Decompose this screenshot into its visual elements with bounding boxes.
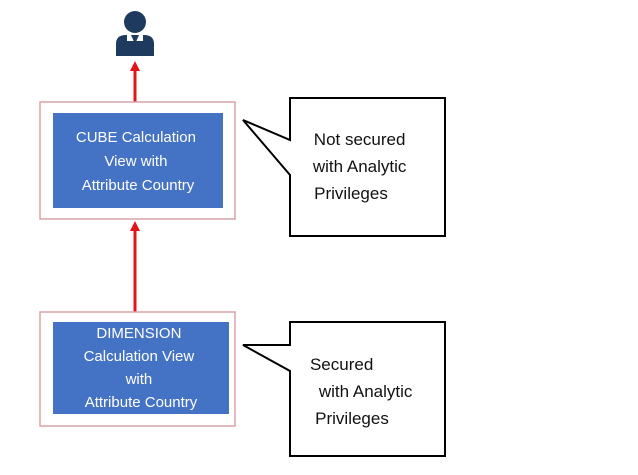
dimension-node-label: DIMENSION Calculation View with Attribut… bbox=[84, 325, 199, 411]
callout-top-line-3: Privileges bbox=[314, 184, 388, 203]
cube-node-line-1: CUBE Calculation bbox=[76, 129, 196, 146]
callout-top-line-2: with Analytic bbox=[312, 157, 407, 176]
dimension-node-box bbox=[53, 322, 229, 414]
callout-not-secured: Not secured with Analytic Privileges bbox=[242, 97, 446, 237]
callout-secured: Secured with Analytic Privileges bbox=[242, 321, 446, 457]
dimension-node-line-3: with bbox=[125, 371, 153, 388]
callout-top-label: Not secured with Analytic Privileges bbox=[312, 130, 411, 203]
cube-node-box bbox=[53, 113, 223, 208]
callout-top-shape bbox=[242, 97, 446, 237]
callout-bottom-line-3: Privileges bbox=[315, 409, 389, 428]
cube-calculation-view-node: CUBE Calculation View with Attribute Cou… bbox=[39, 101, 236, 220]
callout-bottom-shape bbox=[242, 321, 446, 457]
dimension-node-line-2: Calculation View bbox=[84, 348, 195, 365]
cube-node-line-2: View with bbox=[104, 153, 167, 170]
callout-bottom-line-2: with Analytic bbox=[318, 382, 413, 401]
dimension-node-line-4: Attribute Country bbox=[85, 394, 198, 411]
dimension-node-line-1: DIMENSION bbox=[96, 325, 181, 342]
callout-bottom-label: Secured with Analytic Privileges bbox=[310, 355, 417, 428]
dimension-calculation-view-node: DIMENSION Calculation View with Attribut… bbox=[39, 311, 236, 427]
callout-top-line-1: Not secured bbox=[314, 130, 406, 149]
cube-node-label: CUBE Calculation View with Attribute Cou… bbox=[76, 129, 200, 194]
cube-node-line-3: Attribute Country bbox=[82, 177, 195, 194]
callout-bottom-line-1: Secured bbox=[310, 355, 373, 374]
user-icon bbox=[116, 11, 154, 56]
